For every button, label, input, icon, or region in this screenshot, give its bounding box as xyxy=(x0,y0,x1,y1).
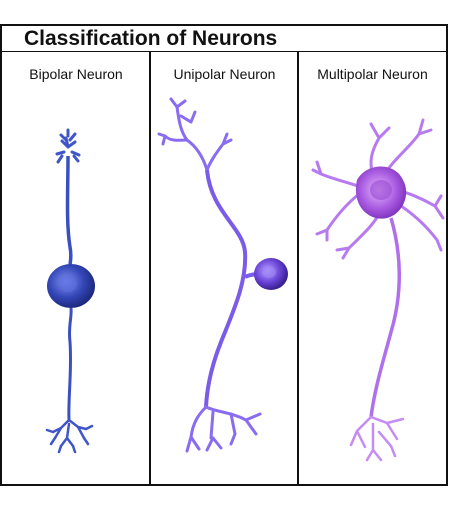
unipolar-dendrites xyxy=(157,97,233,172)
figure-title: Classification of Neurons xyxy=(24,27,278,50)
panel-label-multipolar: Multipolar Neuron xyxy=(317,66,428,82)
panel-bipolar: Bipolar Neuron xyxy=(0,52,150,486)
multipolar-axon-terminals xyxy=(349,415,405,462)
bipolar-dendrite-tuft xyxy=(55,128,81,164)
bipolar-neuron-illustration xyxy=(45,128,95,454)
unipolar-process xyxy=(204,169,248,408)
multipolar-axon xyxy=(369,217,401,418)
panel-label-unipolar: Unipolar Neuron xyxy=(173,66,276,82)
bipolar-dendrite xyxy=(65,155,73,267)
panel-unipolar: Unipolar Neuron xyxy=(149,52,298,486)
bipolar-axon-terminals xyxy=(45,418,94,454)
unipolar-neuron-illustration xyxy=(157,97,288,453)
multipolar-neuron-illustration xyxy=(311,118,445,462)
panel-label-bipolar: Bipolar Neuron xyxy=(29,66,123,82)
bipolar-axon xyxy=(67,307,73,421)
unipolar-axon-terminals xyxy=(185,405,262,453)
panel-multipolar: Multipolar Neuron xyxy=(297,52,448,486)
title-bar: Classification of Neurons xyxy=(0,24,448,52)
